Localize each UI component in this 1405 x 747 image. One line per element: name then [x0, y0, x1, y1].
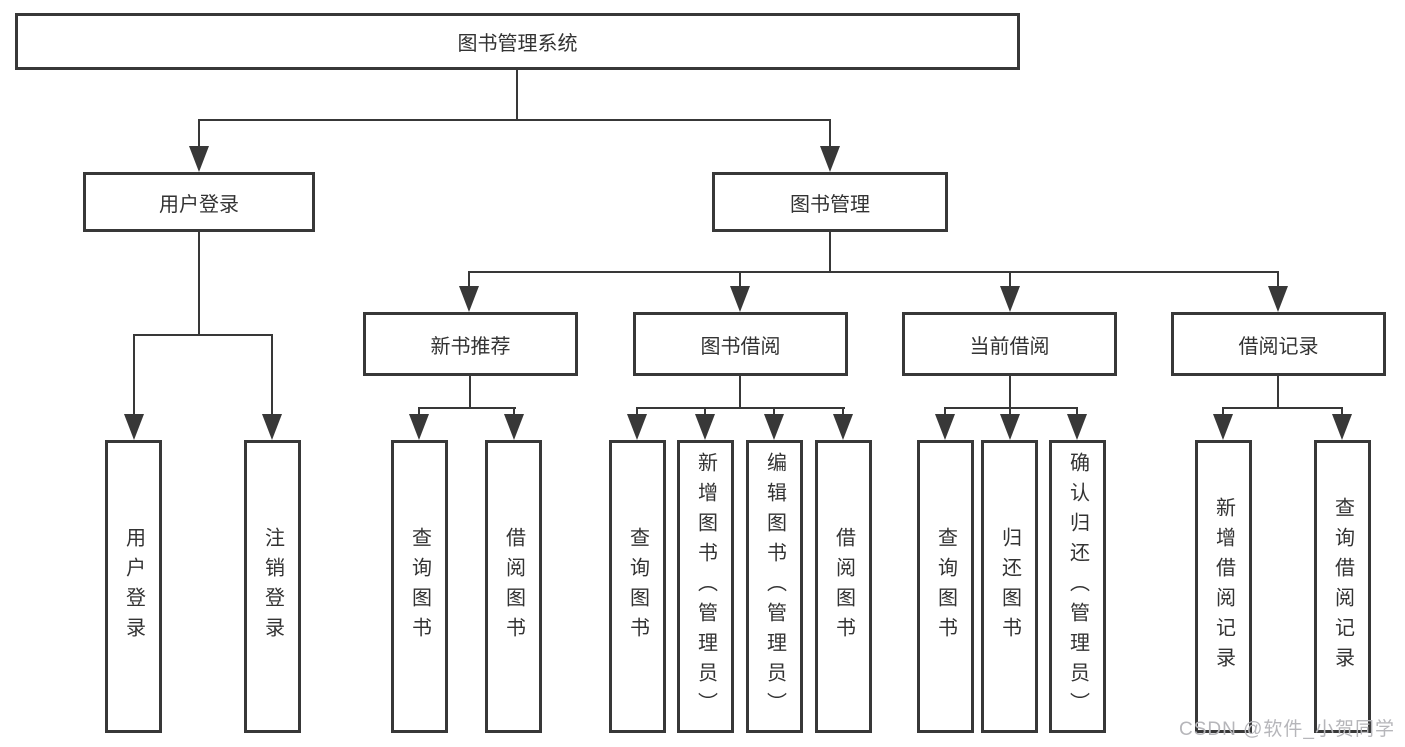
node-user-login: 用户登录	[83, 172, 315, 232]
connector-line	[468, 271, 1279, 273]
arrow-down-icon	[124, 414, 144, 440]
arrow-down-icon	[1000, 414, 1020, 440]
leaf-query-books-1: 查询图书	[391, 440, 448, 733]
connector-line	[636, 407, 845, 409]
arrow-down-icon	[695, 414, 715, 440]
arrow-down-icon	[409, 414, 429, 440]
arrow-down-icon	[1067, 414, 1087, 440]
watermark: CSDN @软件_小贺同学	[1179, 719, 1395, 740]
connector-line	[739, 376, 741, 409]
connector-line	[198, 119, 200, 148]
connector-line	[468, 271, 470, 288]
arrow-down-icon	[627, 414, 647, 440]
arrow-down-icon	[1332, 414, 1352, 440]
connector-line	[829, 119, 831, 148]
connector-line	[1222, 407, 1224, 417]
leaf-user-login: 用户登录	[105, 440, 162, 733]
node-current-borrow: 当前借阅	[902, 312, 1117, 376]
connector-line	[418, 407, 516, 409]
arrow-down-icon	[189, 146, 209, 172]
connector-line	[773, 407, 775, 417]
connector-line	[1341, 407, 1343, 417]
connector-line	[1222, 407, 1343, 409]
connector-line	[469, 376, 471, 409]
leaf-add-book-admin: 新增图书（管理员）	[677, 440, 734, 733]
arrow-down-icon	[504, 414, 524, 440]
arrow-down-icon	[833, 414, 853, 440]
connector-line	[516, 70, 518, 120]
connector-line	[842, 407, 844, 417]
arrow-down-icon	[1000, 286, 1020, 312]
connector-line	[636, 407, 638, 417]
connector-line	[198, 119, 831, 121]
connector-line	[704, 407, 706, 417]
connector-line	[271, 334, 273, 416]
connector-line	[1076, 407, 1078, 417]
connector-line	[133, 334, 135, 416]
connector-line	[944, 407, 1078, 409]
leaf-logout: 注销登录	[244, 440, 301, 733]
leaf-query-books-2: 查询图书	[609, 440, 666, 733]
leaf-query-borrow-record: 查询借阅记录	[1314, 440, 1371, 733]
arrow-down-icon	[459, 286, 479, 312]
leaf-borrow-books-1: 借阅图书	[485, 440, 542, 733]
node-book-borrow: 图书借阅	[633, 312, 848, 376]
arrow-down-icon	[262, 414, 282, 440]
arrow-down-icon	[764, 414, 784, 440]
connector-line	[513, 407, 515, 417]
arrow-down-icon	[935, 414, 955, 440]
arrow-down-icon	[1213, 414, 1233, 440]
connector-line	[1277, 271, 1279, 288]
leaf-edit-book-admin: 编辑图书（管理员）	[746, 440, 803, 733]
connector-line	[418, 407, 420, 417]
connector-line	[133, 334, 273, 336]
connector-line	[1009, 376, 1011, 409]
node-new-book-recommend: 新书推荐	[363, 312, 578, 376]
leaf-return-book: 归还图书	[981, 440, 1038, 733]
leaf-query-books-3: 查询图书	[917, 440, 974, 733]
connector-line	[1009, 271, 1011, 288]
node-borrow-records: 借阅记录	[1171, 312, 1386, 376]
connector-line	[198, 232, 200, 335]
arrow-down-icon	[1268, 286, 1288, 312]
arrow-down-icon	[820, 146, 840, 172]
node-book-management: 图书管理	[712, 172, 948, 232]
node-root: 图书管理系统	[15, 13, 1020, 70]
leaf-add-borrow-record: 新增借阅记录	[1195, 440, 1252, 733]
leaf-confirm-return-admin: 确认归还（管理员）	[1049, 440, 1106, 733]
connector-line	[1277, 376, 1279, 409]
arrow-down-icon	[730, 286, 750, 312]
connector-line	[944, 407, 946, 417]
connector-line	[739, 271, 741, 288]
leaf-borrow-books-2: 借阅图书	[815, 440, 872, 733]
connector-line	[829, 232, 831, 273]
connector-line	[1009, 407, 1011, 417]
